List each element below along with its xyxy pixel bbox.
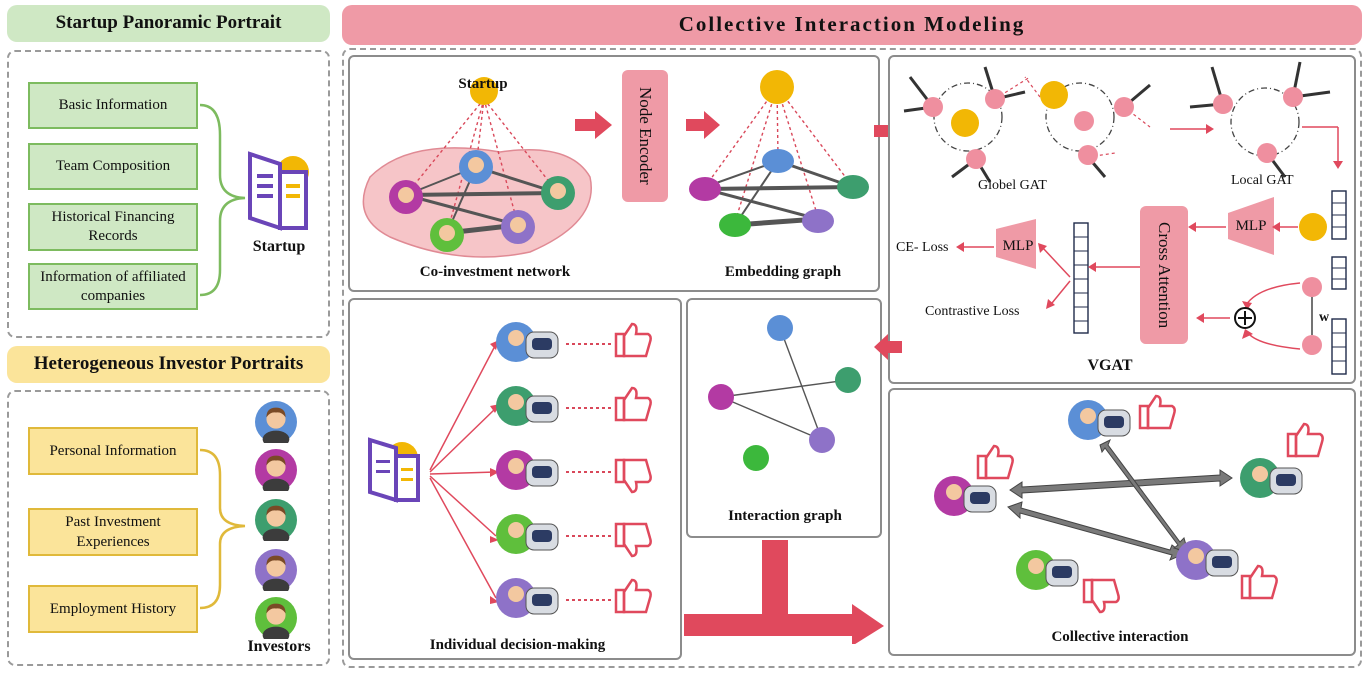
embedding-node <box>837 175 869 199</box>
startup-item-basic: Basic Information <box>28 82 198 129</box>
individual-decision-diagram <box>368 322 652 618</box>
cross-attention-box: Cross Attention <box>1140 206 1188 344</box>
collective-interaction-caption: Collective interaction <box>1051 629 1189 645</box>
investor-item-personal: Personal Information <box>28 427 198 475</box>
w-label: w <box>1318 310 1330 325</box>
mlp-right-label: MLP <box>1235 218 1267 234</box>
investors-icon-label: Investors <box>247 638 311 655</box>
vgat-diagram <box>903 61 1347 375</box>
investor-portrait-banner: Heterogeneous Investor Portraits <box>7 346 330 383</box>
startup-icon-label: Startup <box>252 238 306 255</box>
graph-node <box>743 445 769 471</box>
co-invest-startup-label: Startup <box>458 76 508 92</box>
merge-arrow-icon <box>684 540 884 644</box>
contrastive-loss-label: Contrastive Loss <box>925 304 1020 319</box>
investor-avatar <box>255 401 297 443</box>
investor-avatar <box>255 449 297 491</box>
investor-item-employment: Employment History <box>28 585 198 633</box>
thumbs-up-icon <box>1240 564 1278 600</box>
embedding-startup-node <box>760 70 794 104</box>
interaction-graph-caption: Interaction graph <box>728 508 842 524</box>
agent-icon <box>496 578 559 618</box>
startup-building-icon <box>248 151 309 231</box>
startup-brace <box>199 103 246 297</box>
startup-item-affiliated: Information of affiliated companies <box>28 263 198 310</box>
investor-item-experience: Past Investment Experiences <box>28 508 198 556</box>
agent-icon <box>1240 458 1303 498</box>
startup-portrait-banner: Startup Panoramic Portrait <box>7 5 330 42</box>
startup-item-financing: Historical Financing Records <box>28 203 198 251</box>
main-panel <box>342 48 1362 668</box>
thumbs-up-icon <box>1286 422 1324 458</box>
investor-portrait-panel <box>7 390 330 666</box>
investor-node <box>389 180 423 214</box>
investor-avatar <box>255 549 297 591</box>
thumbs-down-icon <box>614 458 652 494</box>
ce-loss-label: CE- Loss <box>896 240 949 255</box>
thumbs-up-icon <box>614 322 652 358</box>
investor-node <box>459 150 493 184</box>
collective-interaction-diagram <box>934 394 1324 614</box>
thumbs-down-icon <box>614 522 652 558</box>
thumbs-down-icon <box>1082 578 1120 614</box>
thumbs-up-icon <box>1138 394 1176 430</box>
agent-icon <box>496 514 559 554</box>
arrow-icon <box>874 334 902 360</box>
agent-icon <box>496 322 559 362</box>
global-gat-label: Globel GAT <box>978 178 1047 193</box>
investor-brace <box>199 448 246 610</box>
investor-node <box>501 210 535 244</box>
arrow-icon <box>575 111 612 139</box>
agent-icon <box>496 450 559 490</box>
graph-node <box>835 367 861 393</box>
thumbs-up-icon <box>614 386 652 422</box>
investor-node <box>430 218 464 252</box>
agent-icon <box>1016 550 1079 590</box>
agent-icon <box>1068 400 1131 440</box>
thumbs-up-icon <box>976 444 1014 480</box>
startup-node <box>470 77 498 105</box>
node-encoder-box: Node Encoder <box>622 70 668 202</box>
interaction-graph <box>708 315 861 471</box>
agent-icon <box>1176 540 1239 580</box>
embedding-node <box>762 149 794 173</box>
investor-avatar <box>255 499 297 541</box>
agent-icon <box>496 386 559 426</box>
arrow-icon <box>686 111 720 139</box>
embedding-node <box>802 209 834 233</box>
investor-node <box>541 176 575 210</box>
graph-node <box>809 427 835 453</box>
graph-node <box>708 384 734 410</box>
local-gat-label: Local GAT <box>1231 173 1294 188</box>
embedding-graph-caption: Embedding graph <box>724 264 842 280</box>
vgat-caption: VGAT <box>1087 357 1133 374</box>
thumbs-up-icon <box>614 578 652 614</box>
investor-avatar <box>255 597 297 639</box>
mlp-left-label: MLP <box>1002 238 1034 254</box>
co-investment-caption: Co-investment network <box>419 264 571 280</box>
graph-node <box>767 315 793 341</box>
startup-portrait-panel <box>7 50 330 338</box>
co-investment-diagram <box>362 70 869 258</box>
investor-avatar-column <box>255 401 297 639</box>
main-title-banner: Collective Interaction Modeling <box>342 5 1362 45</box>
individual-decision-caption: Individual decision-making <box>429 637 606 653</box>
agent-icon <box>934 476 997 516</box>
startup-item-team: Team Composition <box>28 143 198 190</box>
embedding-node <box>689 177 721 201</box>
embedding-node <box>719 213 751 237</box>
